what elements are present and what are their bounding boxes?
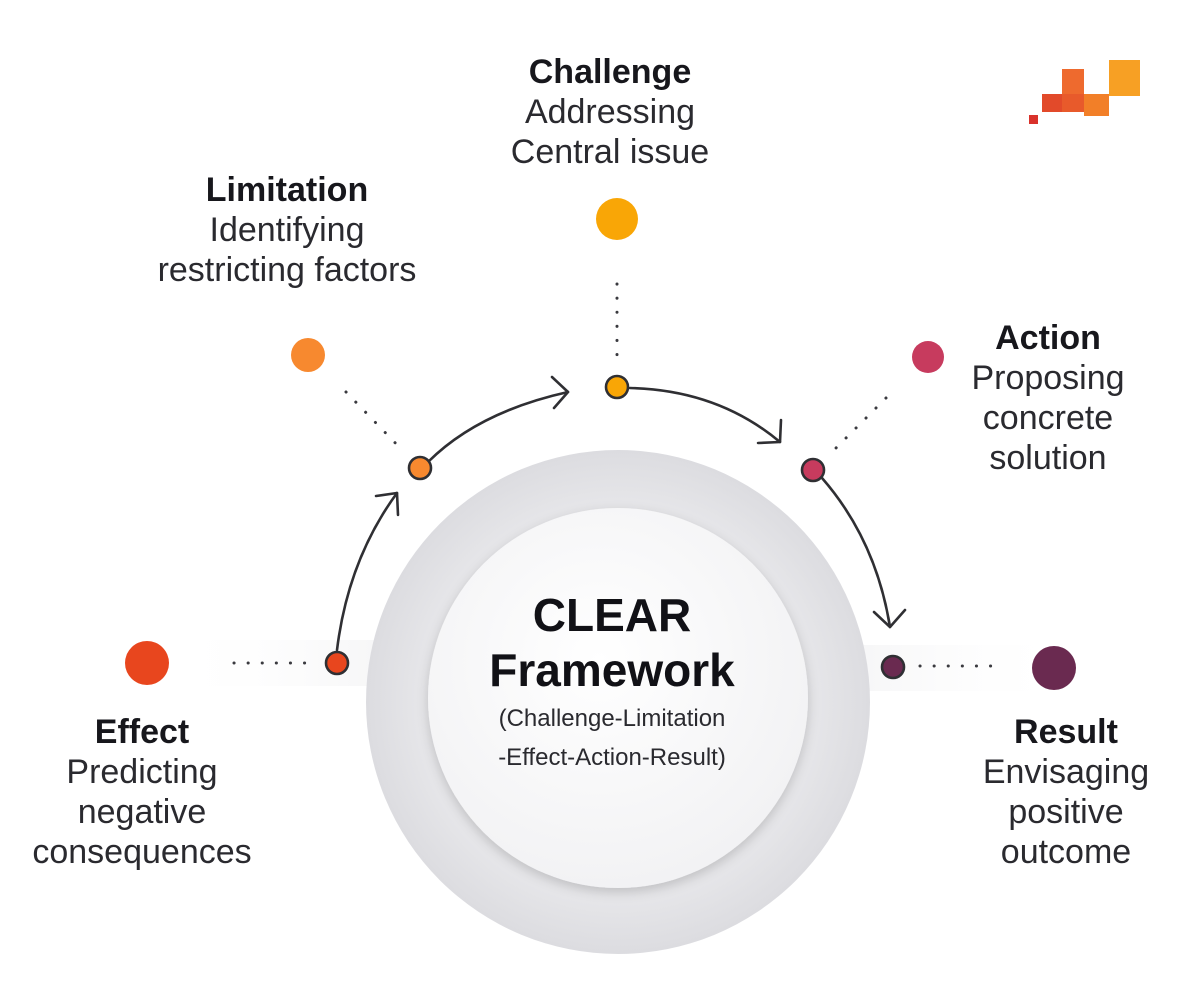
stage-desc-effect: Predicting negative consequences xyxy=(32,753,252,872)
arc-challenge-to-action xyxy=(628,386,782,444)
arrowhead-action xyxy=(756,418,783,445)
glow-left xyxy=(170,640,400,686)
stage-title-effect: Effect xyxy=(94,713,190,751)
stage-title-limitation: Limitation xyxy=(205,171,369,209)
stage-title-action: Action xyxy=(995,319,1101,357)
arrowhead-challenge xyxy=(550,375,570,410)
node-effect xyxy=(324,650,350,676)
stage-label-challenge: Challenge Addressing Central issue xyxy=(440,52,780,172)
arrowhead-limitation xyxy=(374,491,400,517)
stage-desc-result: Envisaging positive outcome xyxy=(982,753,1150,872)
stage-desc-action: Proposing concrete solution xyxy=(971,359,1125,478)
center-title-line1: CLEAR xyxy=(532,589,692,641)
center-label: CLEAR Framework (Challenge-Limitation -E… xyxy=(412,588,812,777)
arc-limitation-to-challenge xyxy=(426,390,570,464)
dot-limitation xyxy=(291,338,325,372)
stage-desc-challenge: Addressing Central issue xyxy=(510,93,710,172)
dot-result xyxy=(1032,646,1076,690)
stage-desc-limitation: Identifying restricting factors xyxy=(157,211,417,290)
stage-dots xyxy=(125,198,1076,690)
center-subtitle-line1: (Challenge-Limitation xyxy=(498,705,726,733)
arc-action-to-result xyxy=(820,476,892,629)
inner-disc xyxy=(428,508,808,888)
dots-action xyxy=(830,396,888,454)
center-title-line2: Framework xyxy=(489,644,735,697)
node-action xyxy=(800,457,826,483)
path-nodes xyxy=(324,374,906,680)
glow-right xyxy=(840,645,1070,691)
stage-label-result: Result Envisaging positive outcome xyxy=(896,712,1200,872)
dots-limitation xyxy=(344,390,406,454)
center-subtitle-line2: -Effect-Action-Result) xyxy=(498,743,726,771)
node-result xyxy=(880,654,906,680)
dot-effect xyxy=(125,641,169,685)
stage-label-action: Action Proposing concrete solution xyxy=(878,318,1200,478)
stage-title-result: Result xyxy=(1014,713,1118,751)
flow-arcs xyxy=(335,375,907,652)
node-challenge xyxy=(604,374,630,400)
dot-action xyxy=(912,341,944,373)
node-limitation xyxy=(407,455,433,481)
arrowhead-result xyxy=(872,608,907,629)
stage-title-challenge: Challenge xyxy=(528,53,692,91)
dot-challenge xyxy=(596,198,638,240)
stage-label-limitation: Limitation Identifying restricting facto… xyxy=(117,170,457,290)
arc-effect-to-limitation xyxy=(335,491,399,652)
stage-label-effect: Effect Predicting negative consequences xyxy=(0,712,312,872)
brand-logo-icon xyxy=(1029,60,1140,124)
dotted-connectors xyxy=(232,282,1000,668)
